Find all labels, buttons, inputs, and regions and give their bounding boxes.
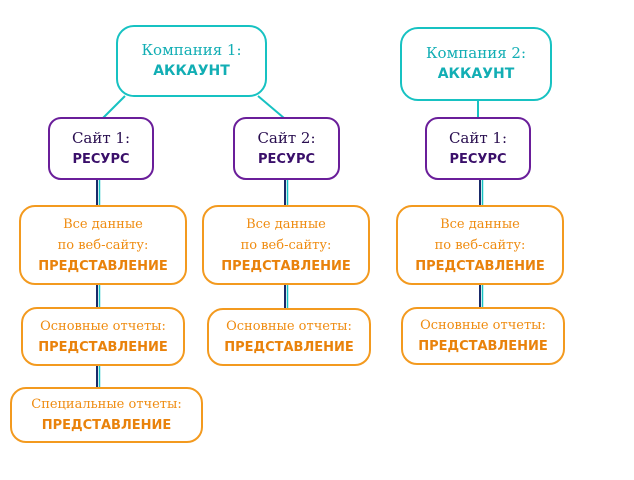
view-line2: по веб-сайту: [434, 237, 526, 253]
view-c2s1-all-data: Все данные по веб-сайту: ПРЕДСТАВЛЕНИЕ [396, 205, 564, 285]
view-c1s1-custom-reports: Специальные отчеты: ПРЕДСТАВЛЕНИЕ [10, 387, 203, 443]
resource-company1-site2: Сайт 2: РЕСУРС [233, 117, 340, 180]
view-c1s1-all-data: Все данные по веб-сайту: ПРЕДСТАВЛЕНИЕ [19, 205, 187, 285]
view-title: Основные отчеты: [420, 318, 546, 333]
resource-label: РЕСУРС [72, 151, 130, 167]
view-c1s2-all-data: Все данные по веб-сайту: ПРЕДСТАВЛЕНИЕ [202, 205, 370, 285]
account-company1: Компания 1: АККАУНТ [116, 25, 267, 97]
view-label: ПРЕДСТАВЛЕНИЕ [38, 339, 168, 355]
resource-label: РЕСУРС [449, 151, 507, 167]
account-label: АККАУНТ [437, 66, 515, 82]
view-c2s1-main-reports: Основные отчеты: ПРЕДСТАВЛЕНИЕ [401, 307, 565, 365]
view-line2: по веб-сайту: [57, 237, 149, 253]
account-title: Компания 2: [425, 44, 527, 62]
view-line2: по веб-сайту: [240, 237, 332, 253]
account-label: АККАУНТ [153, 63, 230, 79]
view-c1s1-main-reports: Основные отчеты: ПРЕДСТАВЛЕНИЕ [21, 307, 185, 366]
view-line1: Все данные [440, 216, 520, 232]
resource-title: Сайт 2: [257, 128, 316, 147]
account-company2: Компания 2: АККАУНТ [400, 27, 552, 101]
resource-company2-site1: Сайт 1: РЕСУРС [425, 117, 531, 180]
view-label: ПРЕДСТАВЛЕНИЕ [221, 258, 351, 274]
view-title: Специальные отчеты: [31, 397, 182, 412]
view-title: Основные отчеты: [40, 318, 166, 334]
resource-title: Сайт 1: [448, 128, 508, 147]
resource-label: РЕСУРС [257, 151, 316, 167]
view-label: ПРЕДСТАВЛЕНИЕ [224, 340, 354, 355]
link-company1-site1 [102, 95, 126, 119]
resource-title: Сайт 1: [71, 128, 131, 147]
view-line1: Все данные [63, 216, 143, 232]
view-label: ПРЕДСТАВЛЕНИЕ [415, 258, 545, 274]
link-company1-site2 [257, 95, 285, 119]
account-title: Компания 1: [141, 41, 242, 59]
resource-company1-site1: Сайт 1: РЕСУРС [48, 117, 154, 180]
view-label: ПРЕДСТАВЛЕНИЕ [41, 418, 172, 433]
view-line1: Все данные [246, 216, 326, 232]
view-label: ПРЕДСТАВЛЕНИЕ [38, 258, 168, 274]
view-label: ПРЕДСТАВЛЕНИЕ [418, 339, 548, 354]
view-title: Основные отчеты: [226, 319, 352, 334]
view-c1s2-main-reports: Основные отчеты: ПРЕДСТАВЛЕНИЕ [207, 308, 371, 366]
